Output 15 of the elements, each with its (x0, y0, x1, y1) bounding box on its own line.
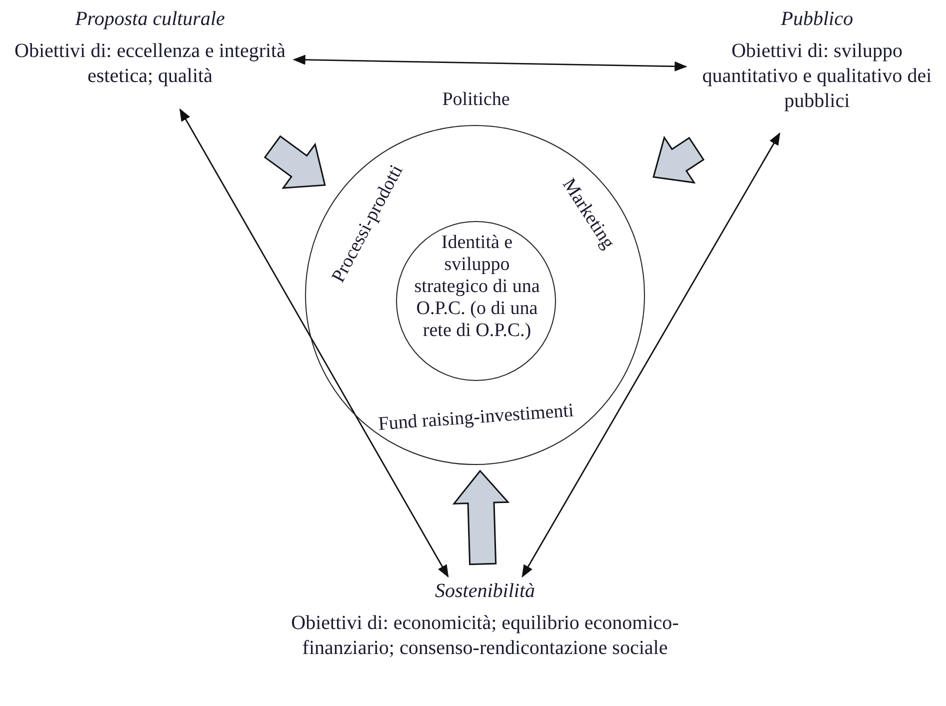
objectives-text: Obiettivi di: eccellenza e integrità estetica; qualità (14, 39, 286, 89)
block-arrow (264, 135, 326, 189)
ring-label: Fund raising-investimenti (378, 400, 574, 436)
heading: Sostenibilità (434, 580, 536, 603)
block-arrow (452, 470, 510, 566)
objectives-text: Obiettivi di: economicità; equilibrio economico-finanziario; consenso-rendicontazione sociale (290, 611, 680, 661)
double-arrow (179, 108, 449, 578)
block-arrow (652, 136, 705, 184)
ring-label: Politiche (442, 89, 510, 111)
center-text: Identità e sviluppo strategico di una O.P.C. (o di una rete di O.P.C.) (413, 232, 541, 342)
heading: Proposta culturale (74, 8, 226, 31)
heading: Pubblico (780, 8, 854, 31)
double-arrow (292, 54, 688, 72)
double-arrow (522, 132, 780, 578)
objectives-text: Obiettivi di: sviluppo quantitativo e qualitativo dei pubblici (701, 39, 933, 114)
